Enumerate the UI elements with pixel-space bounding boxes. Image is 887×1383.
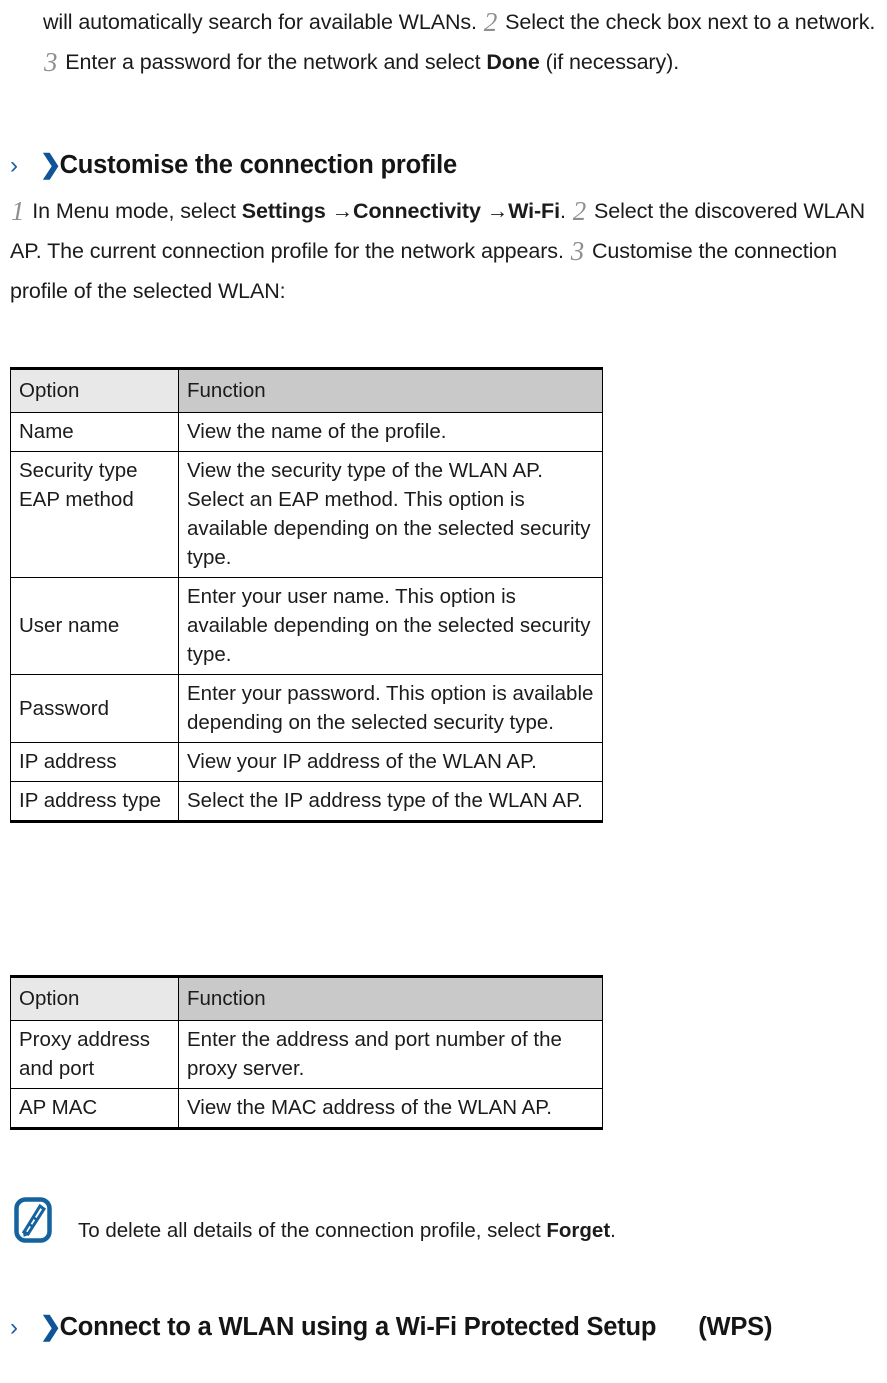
option-security-type: Security type EAP method <box>10 451 179 578</box>
table-header-row: Option Function <box>10 975 603 1021</box>
intro-paragraph: will automatically search for available … <box>43 2 879 82</box>
section-heading-wps-label-line2: (WPS) <box>698 1313 773 1341</box>
chevron-right-bold-icon: ❯ <box>39 149 62 179</box>
function-ip-address: View your IP address of the WLAN AP. <box>178 742 603 782</box>
table-row: IP address type Select the IP address ty… <box>10 781 603 823</box>
section-heading-wps-label-line1: Connect to a WLAN using a Wi-Fi Protecte… <box>59 1313 657 1341</box>
intro-text-2: Select the check box next to a network. <box>505 10 876 34</box>
connection-profile-options-table-2: Option Function Proxy address and port E… <box>10 975 603 1130</box>
option-name: Name <box>10 412 179 452</box>
column-header-option: Option <box>10 975 179 1021</box>
function-user-name: Enter your user name. This option is ava… <box>178 577 603 675</box>
step-number-2b: 2 <box>572 196 587 226</box>
option-proxy-address-port: Proxy address and port <box>10 1020 179 1089</box>
steps-paragraph: 1 In Menu mode, select Settings →Connect… <box>10 191 870 311</box>
column-header-function: Function <box>178 367 603 413</box>
option-password: Password <box>10 674 179 743</box>
chevron-right-bold-icon: ❯ <box>39 1311 62 1341</box>
note-text-2: . <box>610 1219 616 1242</box>
function-ip-address-type: Select the IP address type of the WLAN A… <box>178 781 603 823</box>
intro-text-4: (if necessary). <box>545 50 680 74</box>
steps-text-1: In Menu mode, select <box>32 199 236 223</box>
option-user-name: User name <box>10 577 179 675</box>
option-ap-mac: AP MAC <box>10 1088 179 1130</box>
column-header-function: Function <box>178 975 603 1021</box>
table-row: User name Enter your user name. This opt… <box>10 577 603 675</box>
step-number-3b: 3 <box>570 236 585 266</box>
table-row: Password Enter your password. This optio… <box>10 674 603 743</box>
steps-text-3: Select the discovered WLAN AP. The curre… <box>10 199 866 263</box>
note-text-1: To delete all details of the connection … <box>78 1219 541 1242</box>
note-text: To delete all details of the connection … <box>78 1217 616 1245</box>
table-row: AP MAC View the MAC address of the WLAN … <box>10 1088 603 1130</box>
note-callout: To delete all details of the connection … <box>14 1195 874 1245</box>
section-heading-label: Customise the connection profile <box>59 151 458 179</box>
note-bold-forget: Forget <box>546 1219 611 1242</box>
function-ap-mac: View the MAC address of the WLAN AP. <box>178 1088 603 1130</box>
intro-text-1: will automatically search for available … <box>43 10 477 34</box>
function-password: Enter your password. This option is avai… <box>178 674 603 743</box>
arrow-right-icon-2: → <box>486 199 509 223</box>
chevron-right-thin-icon: › <box>10 1314 18 1341</box>
menu-path-wifi: Wi-Fi <box>508 199 560 223</box>
note-pencil-icon <box>14 1197 52 1243</box>
option-ip-address: IP address <box>10 742 179 782</box>
menu-path-connectivity: Connectivity <box>353 199 481 223</box>
section-heading-wps: › ❯Connect to a WLAN using a Wi-Fi Protec… <box>10 1308 876 1346</box>
table-header-row: Option Function <box>10 367 603 413</box>
connection-profile-options-table-1: Option Function Name View the name of th… <box>10 367 603 823</box>
table-row: Name View the name of the profile. <box>10 412 603 452</box>
table-row: Security type EAP method View the securi… <box>10 451 603 578</box>
chevron-right-thin-icon: › <box>10 152 18 179</box>
steps-text-2: . <box>559 199 566 223</box>
step-number-2: 2 <box>483 7 498 37</box>
function-security-type: View the security type of the WLAN AP. S… <box>178 451 603 578</box>
step-number-1: 1 <box>11 196 25 226</box>
table-row: IP address View your IP address of the W… <box>10 742 603 782</box>
steps-text-4: Customise the connection profile of the … <box>10 239 837 303</box>
function-name: View the name of the profile. <box>178 412 603 452</box>
arrow-right-icon-1: → <box>331 199 354 223</box>
intro-bold-done: Done <box>486 50 540 74</box>
intro-text-3: Enter a password for the network and sel… <box>65 50 481 74</box>
menu-path-settings: Settings <box>241 199 326 223</box>
option-ip-address-type: IP address type <box>10 781 179 823</box>
section-heading-customise: › ❯Customise the connection profile <box>10 146 876 184</box>
column-header-option: Option <box>10 367 179 413</box>
table-row: Proxy address and port Enter the address… <box>10 1020 603 1089</box>
step-number-3: 3 <box>44 47 58 77</box>
function-proxy-address-port: Enter the address and port number of the… <box>178 1020 603 1089</box>
